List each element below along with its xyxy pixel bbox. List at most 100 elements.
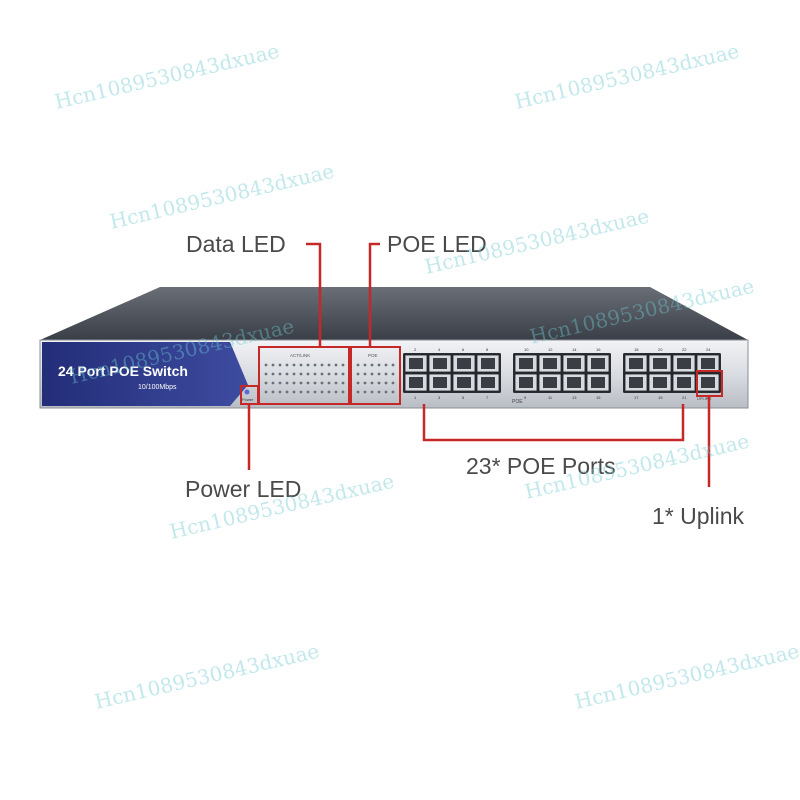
act-link-led xyxy=(341,381,345,385)
poe-led xyxy=(384,390,388,394)
poe-panel-label: POE xyxy=(368,353,378,358)
data-led-highlight-box xyxy=(258,346,350,405)
poe-led xyxy=(370,390,374,394)
chassis-top xyxy=(40,287,748,340)
act-link-led xyxy=(264,381,268,385)
act-link-led xyxy=(327,372,331,376)
port-group-housing xyxy=(403,353,501,393)
rj45-port-opening xyxy=(519,377,533,388)
poe-led xyxy=(370,363,374,367)
callout-power-led: Power LED xyxy=(185,476,302,502)
rj45-port-opening xyxy=(629,358,643,369)
act-link-led xyxy=(313,363,317,367)
poe-led xyxy=(363,390,367,394)
power-led-icon xyxy=(244,389,250,395)
act-link-led xyxy=(327,390,331,394)
port-number: 1 xyxy=(414,395,417,400)
act-link-led xyxy=(299,363,303,367)
poe-led xyxy=(377,363,381,367)
act-link-led xyxy=(320,372,324,376)
act-link-led xyxy=(299,372,303,376)
poe-led xyxy=(356,381,360,385)
port-number: 10 xyxy=(524,347,529,352)
act-link-led xyxy=(292,363,296,367)
poe-led xyxy=(356,390,360,394)
act-link-led xyxy=(292,372,296,376)
rj45-port-opening xyxy=(677,358,691,369)
poe-led xyxy=(377,381,381,385)
rj45-port-opening xyxy=(409,358,423,369)
port-number: 2 xyxy=(414,347,417,352)
poe-led xyxy=(363,372,367,376)
act-link-led xyxy=(271,372,275,376)
act-link-led xyxy=(264,372,268,376)
port-number: 7 xyxy=(486,395,489,400)
brand-subtitle: 10/100Mbps xyxy=(138,384,177,391)
poe-led xyxy=(356,363,360,367)
act-link-led xyxy=(327,381,331,385)
port-number: 11 xyxy=(548,395,553,400)
act-link-led xyxy=(313,372,317,376)
rj45-port-opening xyxy=(481,358,495,369)
poe-led xyxy=(384,381,388,385)
rj45-port-opening xyxy=(457,358,471,369)
callout-uplink: 1* Uplink xyxy=(652,503,745,529)
poe-led xyxy=(391,381,395,385)
act-link-led xyxy=(264,363,268,367)
poe-led-highlight-box xyxy=(350,346,401,405)
poe-led-leader-line xyxy=(368,242,380,347)
rj45-port-opening xyxy=(543,377,557,388)
port-number: 19 xyxy=(658,395,663,400)
poe-led xyxy=(391,390,395,394)
act-link-led xyxy=(320,363,324,367)
rj45-port-opening xyxy=(653,377,667,388)
act-link-led xyxy=(306,372,310,376)
act-link-led xyxy=(313,390,317,394)
port-number: 8 xyxy=(486,347,489,352)
poe-led xyxy=(356,372,360,376)
data-led-leader-line xyxy=(306,242,322,347)
callout-poe-led: POE LED xyxy=(387,231,487,257)
rj45-port-opening xyxy=(701,377,715,388)
poe-led-grid xyxy=(356,363,395,394)
act-link-led xyxy=(271,381,275,385)
callout-poe-ports: 23* POE Ports xyxy=(466,453,616,479)
power-label: Power xyxy=(242,397,254,402)
port-number: 16 xyxy=(596,347,601,352)
rj45-port-opening xyxy=(433,377,447,388)
act-link-label: ACT/LINK xyxy=(290,353,310,358)
callout-data-led: Data LED xyxy=(186,231,286,257)
port-number: 3 xyxy=(438,395,441,400)
rj45-port-opening xyxy=(591,358,605,369)
port-number: 6 xyxy=(462,347,465,352)
rj45-port-opening xyxy=(481,377,495,388)
port-number: 20 xyxy=(658,347,663,352)
act-link-led xyxy=(341,372,345,376)
poe-led xyxy=(384,372,388,376)
act-link-led xyxy=(334,390,338,394)
act-link-led xyxy=(334,372,338,376)
poe-led xyxy=(363,381,367,385)
poe-led xyxy=(363,363,367,367)
port-number: 22 xyxy=(682,347,687,352)
port-number: 21 xyxy=(682,395,687,400)
port-number: 15 xyxy=(596,395,601,400)
act-link-led xyxy=(313,381,317,385)
port-number: 17 xyxy=(634,395,639,400)
act-link-led xyxy=(299,381,303,385)
act-link-led xyxy=(278,372,282,376)
rj45-port-opening xyxy=(567,377,581,388)
rj45-port-opening xyxy=(433,358,447,369)
act-link-led xyxy=(278,363,282,367)
port-number: 18 xyxy=(634,347,639,352)
act-link-led xyxy=(285,390,289,394)
act-link-led xyxy=(278,381,282,385)
rj45-port-opening xyxy=(567,358,581,369)
poe-led xyxy=(391,363,395,367)
rj45-port-opening xyxy=(629,377,643,388)
act-link-led xyxy=(341,390,345,394)
